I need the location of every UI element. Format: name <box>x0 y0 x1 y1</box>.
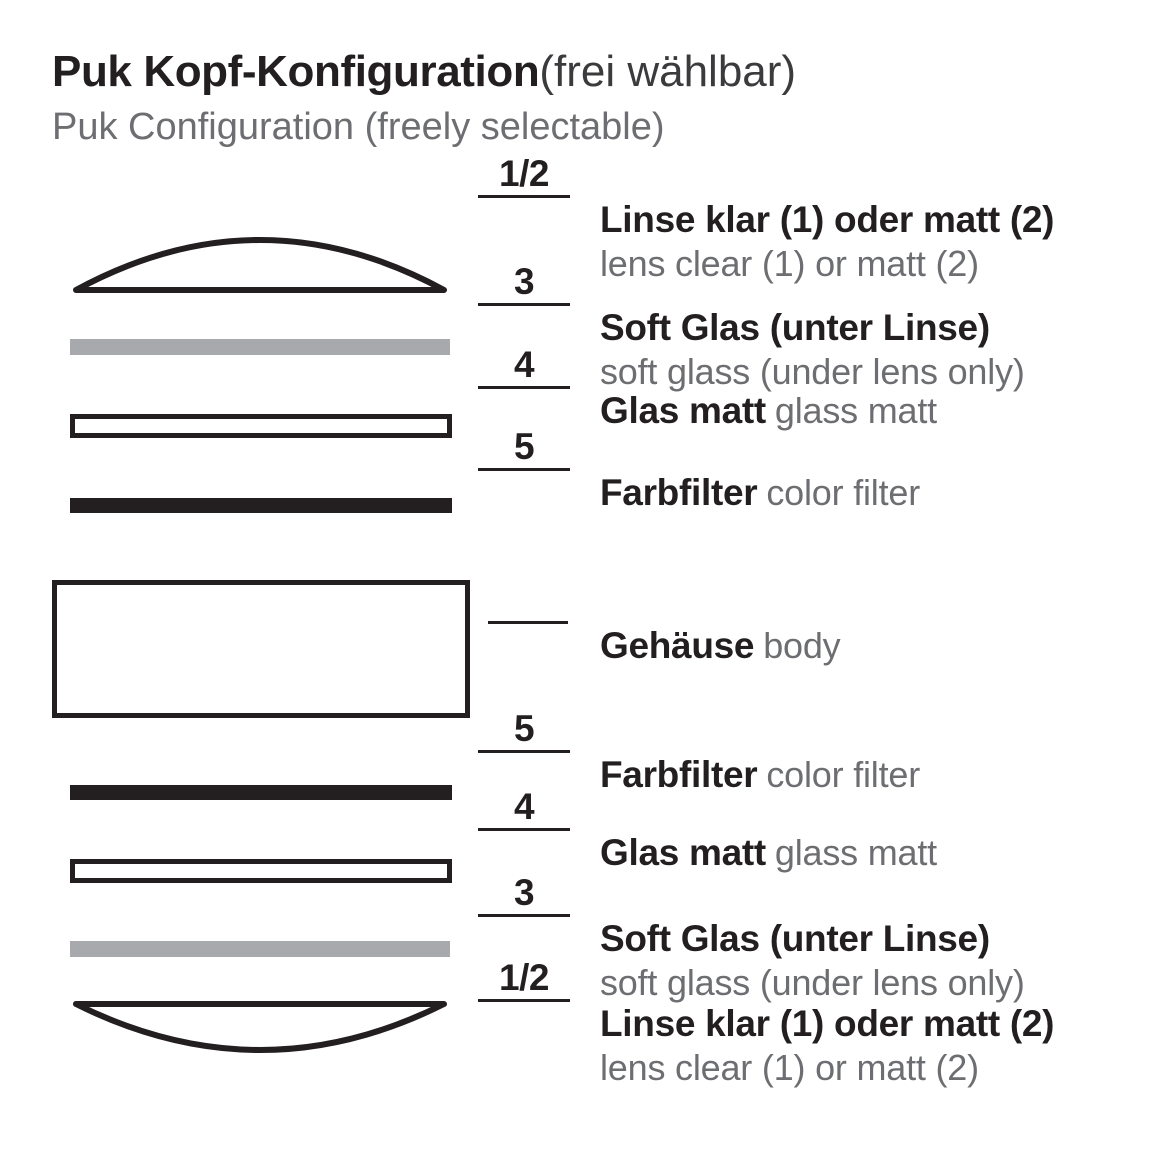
leader-number: 3 <box>513 261 535 302</box>
leader-number: 4 <box>513 344 535 385</box>
leader-rule <box>478 750 570 753</box>
leader-rule <box>478 303 570 306</box>
leader-number: 1/2 <box>499 957 549 998</box>
color-filter-bar-top <box>70 498 452 513</box>
label-german: Farbfilter <box>600 754 758 795</box>
label-english: body <box>763 625 841 666</box>
leader-rule <box>478 999 570 1002</box>
label-german: Linse klar (1) oder matt (2) <box>600 1003 1055 1044</box>
label-english: soft glass (under lens only) <box>600 961 1025 1003</box>
label-german: Gehäuse <box>600 625 755 666</box>
convex-lens-up-icon <box>73 237 447 293</box>
label-german: Glas matt <box>600 390 766 431</box>
leader-number: 4 <box>513 786 535 827</box>
label-english: glass matt <box>774 832 937 873</box>
label-german: Soft Glas (unter Linse) <box>600 307 990 348</box>
leader-rule <box>478 828 570 831</box>
title-german: Puk Kopf-Konfiguration(frei wählbar) <box>52 46 1112 97</box>
label-german: Linse klar (1) oder matt (2) <box>600 199 1055 240</box>
body-housing-rectangle <box>52 580 470 718</box>
glass-matt-bar-bottom <box>70 859 452 883</box>
label-soft-glass-bottom: Soft Glas (unter Linse) soft glass (unde… <box>600 917 1025 1004</box>
leader-rule <box>488 621 568 624</box>
callout-soft-glass-bottom: 3 Soft Glas (unter Linse) soft glass (un… <box>478 874 1025 1004</box>
soft-glass-bar-top <box>70 339 450 355</box>
label-english: soft glass (under lens only) <box>600 350 1025 392</box>
leader-number: 3 <box>513 872 535 913</box>
callout-lens-bottom: 1/2 Linse klar (1) oder matt (2) lens cl… <box>478 959 1055 1089</box>
leader-rule <box>478 386 570 389</box>
label-german: Farbfilter <box>600 472 758 513</box>
leader-number: 5 <box>513 426 535 467</box>
color-filter-bar-bottom <box>70 785 452 800</box>
soft-glass-bar-bottom <box>70 941 450 957</box>
title-main-text: Puk Kopf-Konfiguration <box>52 47 540 96</box>
leader-number: 1/2 <box>499 153 549 194</box>
label-english: lens clear (1) or matt (2) <box>600 242 979 284</box>
page-title: Puk Kopf-Konfiguration(frei wählbar) Puk… <box>52 46 1112 151</box>
label-english: lens clear (1) or matt (2) <box>600 1046 979 1088</box>
leader-rule <box>478 195 570 198</box>
convex-lens-down-icon <box>73 1001 447 1053</box>
leader-rule <box>478 914 570 917</box>
callout-soft-glass-top: 3 Soft Glas (unter Linse) soft glass (un… <box>478 263 1025 393</box>
subtitle-english: Puk Configuration (freely selectable) <box>52 106 665 149</box>
callout-lens-top: 1/2 Linse klar (1) oder matt (2) lens cl… <box>478 155 1055 285</box>
glass-matt-bar-top <box>70 414 452 438</box>
label-english: color filter <box>766 754 921 795</box>
label-soft-glass-top: Soft Glas (unter Linse) soft glass (unde… <box>600 306 1025 393</box>
label-english: glass matt <box>774 390 937 431</box>
lens-shape-bottom <box>73 1000 447 1082</box>
leader-rule <box>478 468 570 471</box>
label-german: Glas matt <box>600 832 766 873</box>
label-lens-bottom: Linse klar (1) oder matt (2) lens clear … <box>600 1002 1055 1089</box>
label-english: color filter <box>766 472 921 513</box>
leader-number: 5 <box>513 708 535 749</box>
lens-shape-top <box>73 204 447 294</box>
label-lens-top: Linse klar (1) oder matt (2) lens clear … <box>600 198 1055 285</box>
label-german: Soft Glas (unter Linse) <box>600 918 990 959</box>
title-parenthetical-text: (frei wählbar) <box>539 47 797 96</box>
